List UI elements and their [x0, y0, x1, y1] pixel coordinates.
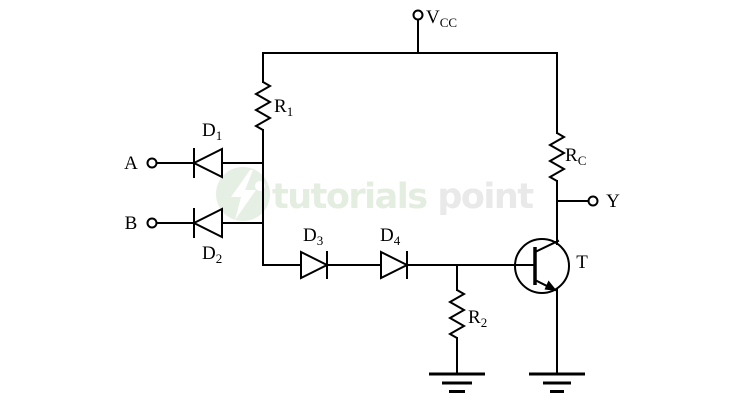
transistor-t: T [514, 238, 588, 294]
ground-symbol-emitter [529, 372, 585, 393]
watermark: tutorials point [216, 167, 535, 221]
input-b-node [146, 217, 158, 229]
d1-triangle [191, 147, 223, 179]
watermark-wordmark: tutorials point [272, 177, 533, 217]
d3-label: D3 [303, 225, 323, 248]
diode-d4: D4 [380, 225, 410, 280]
output-y-label: Y [606, 191, 620, 212]
transistor-collector [533, 239, 560, 254]
input-b-label: B [125, 213, 138, 234]
output-y-node [587, 195, 599, 207]
input-a: A [124, 153, 195, 174]
resistor-r1: R1 [253, 52, 293, 266]
r1-label: R1 [274, 96, 293, 119]
d2-triangle [191, 207, 223, 239]
r2-label: R2 [468, 307, 487, 330]
rc-label: RC [565, 145, 586, 168]
d1-label: D1 [202, 120, 222, 143]
watermark-logo-bolt-icon [231, 170, 256, 220]
d4-label: D4 [380, 225, 401, 248]
emitter-arrow-icon [544, 280, 557, 291]
diode-d1: D1 [191, 120, 264, 179]
d2-label: D2 [202, 243, 222, 266]
transistor-label: T [576, 252, 588, 273]
rc-zigzag [547, 132, 567, 182]
vcc-terminal: VCC [412, 7, 457, 54]
diode-d3: D3 [300, 225, 330, 280]
transistor-body [514, 238, 570, 294]
watermark-text-secondary: point [437, 177, 533, 217]
diode-d2: D2 [191, 207, 264, 266]
input-a-label: A [124, 153, 138, 174]
resistor-rc: RC [547, 52, 586, 245]
d3-triangle [300, 250, 330, 280]
r1-zigzag [253, 81, 273, 131]
watermark-text-primary: tutorials [272, 177, 427, 217]
vcc-label: VCC [426, 7, 457, 30]
ground-symbol-r2 [429, 372, 485, 393]
r2-zigzag [447, 289, 467, 339]
output-y: Y [556, 191, 620, 212]
resistor-r2: R2 [447, 264, 487, 375]
input-a-node [146, 157, 158, 169]
d4-triangle [380, 250, 410, 280]
input-b: B [125, 213, 195, 234]
vcc-node [412, 9, 424, 21]
